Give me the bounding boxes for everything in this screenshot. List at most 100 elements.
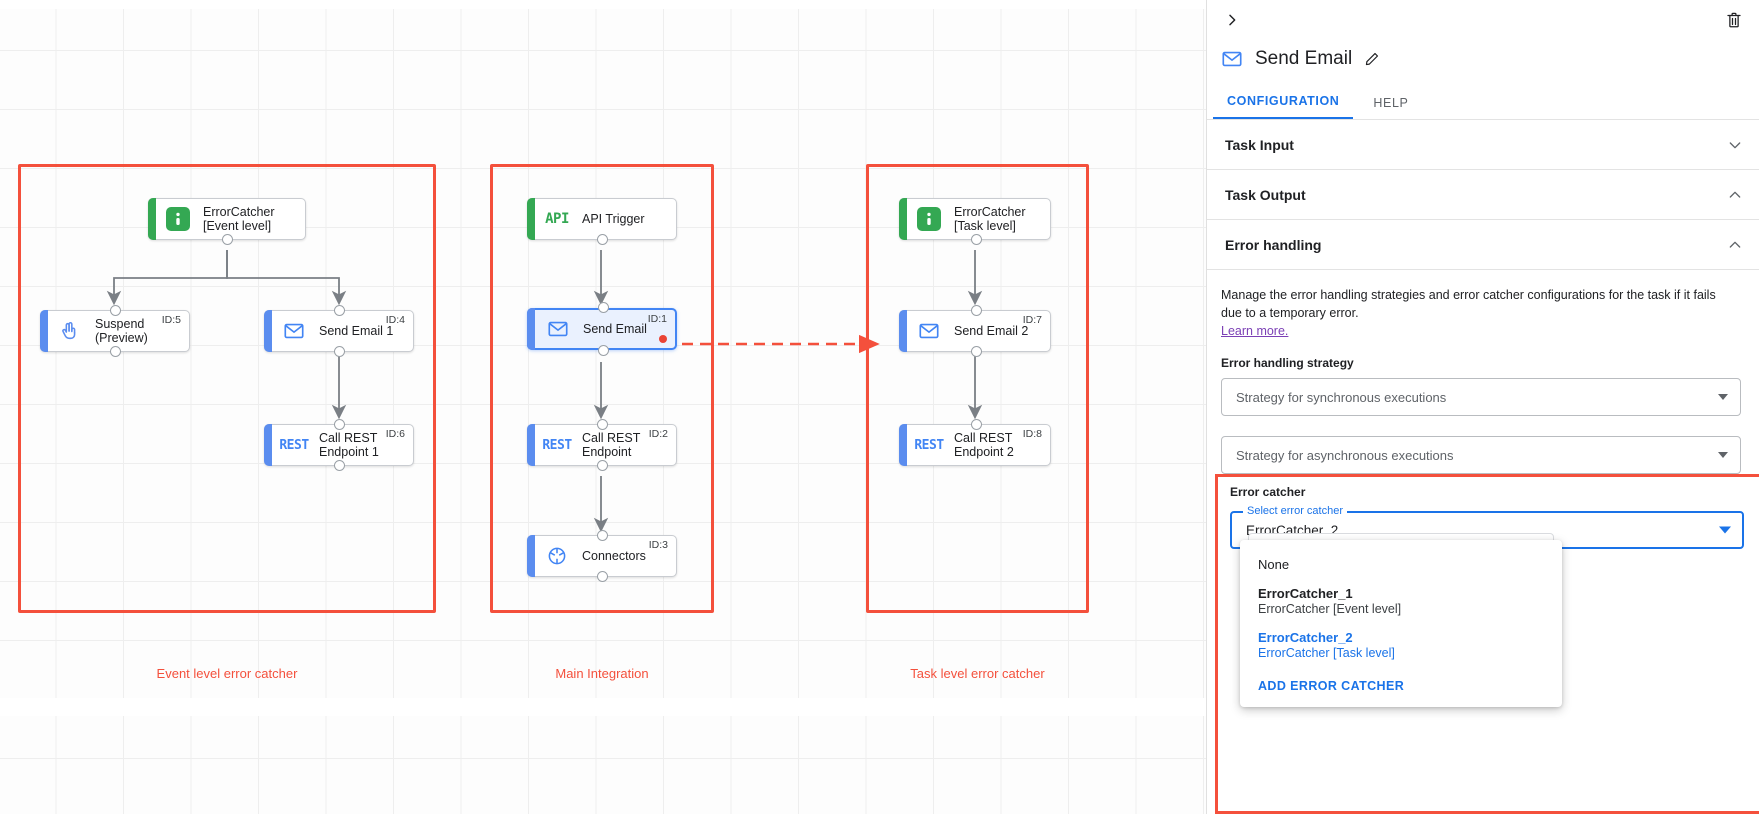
chevron-right-icon[interactable] (1219, 7, 1245, 33)
node-accent-bar (264, 310, 272, 352)
node-port-out[interactable] (971, 346, 982, 357)
mail-icon (545, 316, 571, 342)
chevron-down-icon (1718, 394, 1728, 400)
sync-strategy-value: Strategy for synchronous executions (1236, 389, 1447, 405)
node-id: ID:7 (1022, 314, 1042, 326)
mail-icon (281, 318, 307, 344)
menu-item-errorcatcher-1[interactable]: ErrorCatcher_1 ErrorCatcher [Event level… (1240, 579, 1562, 623)
workflow-canvas[interactable]: Event level error catcher Main Integrati… (0, 0, 1206, 814)
chevron-down-icon (1719, 526, 1731, 534)
trash-icon[interactable] (1721, 7, 1747, 33)
node-id: ID:5 (161, 314, 181, 326)
section-title: Task Output (1225, 186, 1306, 203)
node-call-rest-endpoint-1[interactable]: REST Call REST Endpoint 1 ID:6 (264, 419, 414, 471)
panel-topbar (1207, 0, 1759, 38)
error-handling-description: Manage the error handling strategies and… (1221, 288, 1716, 320)
node-port-out[interactable] (334, 460, 345, 471)
node-send-email[interactable]: Send Email ID:1 (527, 302, 677, 356)
pencil-icon[interactable] (1364, 51, 1380, 67)
node-id: ID:6 (385, 428, 405, 440)
node-connectors[interactable]: Connectors ID:3 (527, 530, 677, 582)
add-error-catcher-button[interactable]: ADD ERROR CATCHER (1258, 679, 1405, 693)
node-accent-bar (527, 308, 535, 350)
node-port-out[interactable] (110, 346, 121, 357)
node-port-out[interactable] (597, 460, 608, 471)
node-accent-bar (899, 424, 907, 466)
node-port-in[interactable] (110, 305, 121, 316)
node-port-in[interactable] (334, 305, 345, 316)
section-title: Task Input (1225, 136, 1294, 153)
node-accent-bar (264, 424, 272, 466)
rest-icon: REST (542, 437, 572, 453)
async-strategy-select[interactable]: Strategy for asynchronous executions (1221, 436, 1741, 474)
canvas-top-margin (0, 0, 1206, 9)
hand-icon (57, 318, 83, 344)
node-label: Call REST Endpoint 1 (319, 431, 379, 459)
node-send-email-2[interactable]: Send Email 2 ID:7 (899, 305, 1051, 357)
node-id: ID:8 (1022, 428, 1042, 440)
menu-item-subtitle: ErrorCatcher [Task level] (1258, 646, 1395, 660)
node-error-catcher-event-level[interactable]: ErrorCatcher [Event level] (148, 198, 306, 245)
node-accent-bar (40, 310, 48, 352)
menu-item-title: ErrorCatcher_1 (1258, 586, 1353, 601)
task-config-panel: Send Email CONFIGURATION HELP Task Input… (1206, 0, 1759, 814)
node-suspend-preview[interactable]: Suspend (Preview) ID:5 (40, 305, 190, 357)
node-port-in[interactable] (598, 302, 609, 313)
menu-item-errorcatcher-2[interactable]: ErrorCatcher_2 ErrorCatcher [Task level] (1240, 623, 1562, 667)
node-accent-bar (527, 198, 535, 240)
node-api-trigger[interactable]: API API Trigger (527, 198, 677, 245)
node-label: API Trigger (582, 212, 645, 226)
api-icon: API (545, 211, 569, 227)
error-catcher-label: Error catcher (1230, 485, 1306, 499)
node-port-out[interactable] (597, 234, 608, 245)
node-port-out[interactable] (334, 346, 345, 357)
tab-configuration[interactable]: CONFIGURATION (1213, 94, 1354, 119)
section-error-handling[interactable]: Error handling (1207, 220, 1759, 270)
error-status-dot (659, 335, 667, 343)
node-accent-bar (527, 424, 535, 466)
group-box-task-level (866, 164, 1089, 613)
node-label: Call REST Endpoint 2 (954, 431, 1014, 459)
group-caption-task-level: Task level error catcher (910, 666, 1045, 681)
page-title: Send Email (1255, 48, 1353, 69)
error-catcher-dropdown-menu: None ErrorCatcher_1 ErrorCatcher [Event … (1240, 540, 1562, 707)
sync-strategy-select[interactable]: Strategy for synchronous executions (1221, 378, 1741, 416)
node-port-in[interactable] (971, 305, 982, 316)
node-port-out[interactable] (597, 571, 608, 582)
chevron-up-icon (1727, 187, 1743, 203)
menu-item-none[interactable]: None (1240, 550, 1562, 579)
node-port-out[interactable] (222, 234, 233, 245)
mail-icon (1221, 48, 1243, 70)
error-catcher-icon (165, 206, 191, 232)
node-port-in[interactable] (597, 530, 608, 541)
node-call-rest-endpoint[interactable]: REST Call REST Endpoint ID:2 (527, 419, 677, 471)
connectors-icon (544, 543, 570, 569)
node-call-rest-endpoint-2[interactable]: REST Call REST Endpoint 2 ID:8 (899, 419, 1051, 466)
node-port-in[interactable] (334, 419, 345, 430)
node-error-catcher-task-level[interactable]: ErrorCatcher [Task level] (899, 198, 1051, 245)
node-label: ErrorCatcher [Event level] (203, 205, 275, 233)
node-id: ID:2 (648, 428, 668, 440)
node-send-email-1[interactable]: Send Email 1 ID:4 (264, 305, 414, 357)
node-label: Send Email (583, 322, 647, 336)
node-port-in[interactable] (597, 419, 608, 430)
node-port-in[interactable] (971, 419, 982, 430)
node-label: Send Email 2 (954, 324, 1029, 338)
tab-help[interactable]: HELP (1373, 96, 1409, 110)
node-id: ID:1 (647, 313, 667, 325)
error-handling-body: Manage the error handling strategies and… (1207, 270, 1759, 474)
panel-title-row: Send Email (1207, 38, 1759, 78)
section-task-output[interactable]: Task Output (1207, 170, 1759, 220)
menu-item-subtitle: ErrorCatcher [Event level] (1258, 602, 1402, 616)
node-port-out[interactable] (598, 345, 609, 356)
canvas-bottom-margin (0, 698, 1206, 716)
group-box-main-integration (490, 164, 714, 613)
error-catcher-icon (916, 206, 942, 232)
section-task-input[interactable]: Task Input (1207, 120, 1759, 170)
node-port-out[interactable] (971, 234, 982, 245)
node-id: ID:4 (385, 314, 405, 326)
async-strategy-value: Strategy for asynchronous executions (1236, 447, 1454, 463)
learn-more-link[interactable]: Learn more. (1221, 324, 1289, 338)
node-accent-bar (899, 310, 907, 352)
mail-icon (916, 318, 942, 344)
